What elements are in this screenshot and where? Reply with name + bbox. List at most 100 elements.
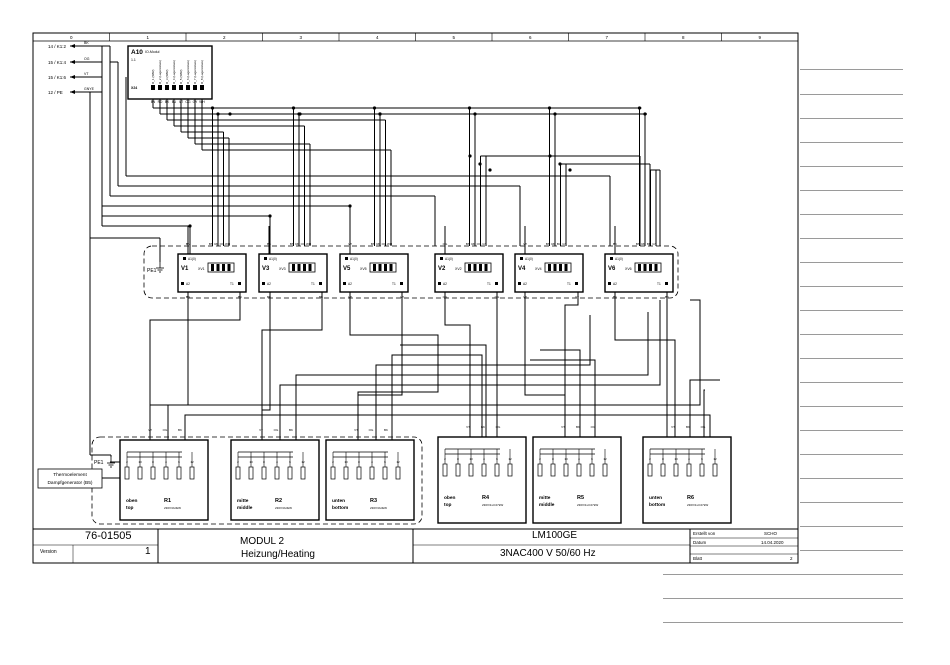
side-ruled-line	[663, 598, 903, 599]
a10-io-module: A10 IO-Modul 1.1 X24 R_1 (SBR)R_2 (Lagen…	[127, 45, 213, 104]
wire-path	[540, 349, 581, 437]
a10-pin	[165, 85, 169, 90]
ssr-t1-marker	[665, 282, 668, 285]
heater-element	[395, 466, 401, 480]
ext-ref-label: 14 / K1:2	[48, 44, 67, 49]
a10-signal-label: R_3 (SBR)	[165, 69, 169, 84]
ssr-wire-label-top: OG	[477, 242, 482, 246]
ssr-a2-marker	[518, 282, 521, 285]
heater-element	[274, 466, 280, 480]
ssr-wire-label-bottom-right: VT	[400, 295, 404, 299]
a10-pin-wire: RD	[158, 100, 163, 104]
heater-spec: 230V/1x3.07kW	[482, 503, 503, 507]
heater-wire-label: VT	[671, 425, 675, 429]
heater-element	[507, 463, 513, 477]
heater-element	[563, 463, 569, 477]
heater-wire-label: BK	[289, 428, 293, 432]
heater-wire-label: BK	[576, 425, 580, 429]
ruler-label-3: 3	[299, 35, 302, 40]
side-ruled-line	[800, 382, 903, 383]
junction-dot	[553, 112, 557, 116]
junction-dot	[298, 112, 302, 116]
ssr-plug-pin	[643, 264, 647, 271]
heater-wire-label: VT	[561, 425, 565, 429]
ssr-wire-label-top: RD	[295, 242, 300, 246]
ruler-label-8: 8	[682, 35, 685, 40]
junction-dot	[268, 214, 272, 218]
ssr-plug-pin	[303, 264, 306, 271]
ssr-name: V4	[518, 266, 526, 272]
ssr-wire-label-top: OG	[301, 242, 306, 246]
ssr-wire-label-top: WH	[306, 242, 311, 246]
heater-position: mitte	[237, 498, 249, 504]
ext-ref-wire: BK	[84, 41, 89, 45]
ssr-t1-marker	[575, 282, 578, 285]
heater-element	[176, 466, 182, 480]
heater-body	[437, 436, 527, 524]
ssr-wire-label-top: GY	[562, 242, 566, 246]
ssr-t1-label: T1	[567, 282, 571, 286]
a10-pin	[200, 85, 204, 90]
ssr-body	[434, 253, 504, 293]
ext-ref-label: 15 / K1:6	[48, 75, 67, 80]
ssr-t1-label: T1	[657, 282, 661, 286]
heater-position-en: bottom	[332, 505, 348, 511]
ssr-wire-label-top: OG	[443, 242, 448, 246]
ssr-body	[514, 253, 584, 293]
sheet-label: Blatt	[693, 556, 703, 561]
ssr-a1-label: A1(0)	[525, 257, 533, 261]
ssr-wire-label-top: BK	[267, 242, 271, 246]
side-ruled-line	[800, 238, 903, 239]
heater-element	[576, 463, 582, 477]
heater-element	[300, 466, 306, 480]
ssr-a2-label: A2	[186, 282, 190, 286]
ssr-wire-label-bottom-right: OG	[495, 295, 500, 299]
side-ruled-line	[800, 286, 903, 287]
ssr-wire-label-top: BN	[209, 242, 213, 246]
heater-position-en: middle	[539, 502, 555, 508]
ssr-wire-label-top: OG	[382, 242, 387, 246]
side-ruled-line	[800, 358, 903, 359]
junction-dot	[473, 112, 477, 116]
ext-ref-wire: VT	[84, 72, 89, 76]
junction-dot	[228, 112, 232, 116]
ssr-t1-label: T1	[487, 282, 491, 286]
heater-name: R1	[164, 498, 171, 504]
ssr-a1-marker	[345, 257, 348, 260]
ssr-a1-label: A1(0)	[188, 257, 196, 261]
side-ruled-line	[800, 310, 903, 311]
a10-pins: R_1 (SBR)R_2 (Lagenrelais)R_3 (SBR)R_4 (…	[151, 60, 206, 104]
module-description: Heizung/Heating	[241, 549, 315, 560]
wire-path	[689, 379, 720, 437]
heater-wire-label: OG	[496, 425, 501, 429]
heater-spec: 230V/1x3.07kW	[577, 503, 598, 507]
ssr-plug-pin	[308, 264, 312, 271]
ssr-a1-marker	[520, 257, 523, 260]
ssr-a1-label: A1(0)	[269, 257, 277, 261]
ssr-plug-pin	[553, 264, 557, 271]
junction-dot	[468, 154, 472, 158]
side-ruled-line	[800, 526, 903, 527]
wire-path	[149, 292, 189, 440]
junction-dot	[291, 106, 296, 110]
ssr-body	[177, 253, 247, 293]
ssr-wire-label-bottom-left: VT	[348, 295, 352, 299]
side-ruled-line	[800, 142, 903, 143]
ssr-a1-marker	[610, 257, 613, 260]
version-value: 1	[145, 546, 151, 557]
ssr-plug-pin	[384, 264, 387, 271]
a10-signal-label: R_1 (SBR)	[151, 69, 155, 84]
heater-element	[287, 466, 293, 480]
ssr-t1-label: T1	[392, 282, 396, 286]
ssr-plug	[464, 262, 492, 273]
heater-element	[537, 463, 543, 477]
side-ruled-line	[800, 166, 903, 167]
heater-position-en: top	[126, 505, 134, 511]
ssr-a1-label: A1(0)	[445, 257, 453, 261]
ssr-wire-label-bottom-right: VT	[575, 295, 579, 299]
wire-path	[184, 414, 711, 440]
ssr-body	[604, 253, 674, 293]
heater-wire-label: BK	[384, 428, 388, 432]
